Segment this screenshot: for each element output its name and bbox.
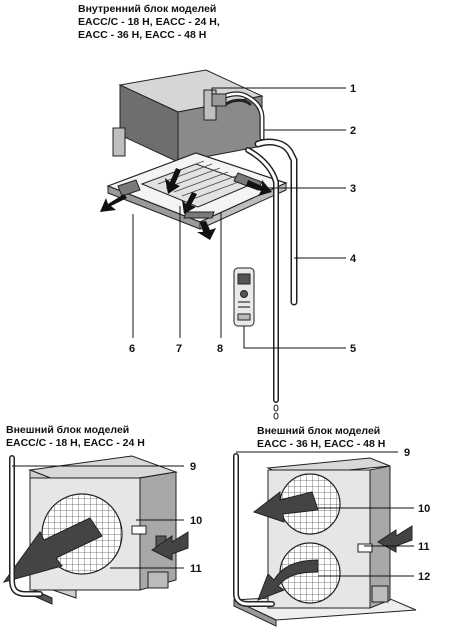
indoor-unit-caption: Внутренний блок моделей EACC/C - 18 H, E…: [78, 3, 220, 42]
air-arrow-intake-2: [182, 192, 197, 214]
outdoor-unit-small-caption: Внешний блок моделей EACC/C - 18 H, EACC…: [6, 424, 145, 450]
outdoor-large-caption-line-1: Внешний блок моделей: [257, 425, 381, 437]
callout-3: 3: [350, 183, 356, 195]
nameplate-small: [131, 525, 147, 535]
callout-9-small: 9: [190, 461, 196, 473]
leader-lines: [12, 87, 414, 577]
louvre-left: [117, 179, 141, 197]
callout-11-small: 11: [190, 563, 202, 575]
service-valve-large: [371, 585, 389, 603]
outdoor-large-side: [369, 465, 391, 609]
callout-10-small: 10: [190, 515, 202, 527]
water-drops: [273, 404, 279, 420]
outdoor-small-pipes: [9, 455, 43, 597]
mounting-bracket-left: [112, 127, 126, 157]
outdoor-small-side: [139, 471, 177, 591]
remote-control: [233, 267, 255, 327]
outdoor-small-exhaust-arrow: [2, 517, 103, 583]
callout-7: 7: [176, 343, 182, 355]
callout-12: 12: [418, 571, 430, 583]
callout-2: 2: [350, 125, 356, 137]
callout-8: 8: [217, 343, 223, 355]
outdoor-large-pipes: [233, 453, 275, 607]
outdoor-large-exhaust-arrow-upper: [252, 490, 319, 523]
callout-10-large: 10: [418, 503, 430, 515]
pipe-connector: [211, 93, 227, 107]
indoor-caption-line-1: Внутренний блок моделей: [78, 3, 217, 15]
callout-4: 4: [350, 253, 357, 265]
drain-pipe: [245, 138, 298, 403]
indoor-caption-line-2: EACC/C - 18 H, EACC - 24 H,: [78, 16, 220, 28]
nameplate-large: [357, 543, 373, 553]
air-arrow-front: [197, 221, 216, 240]
callout-5: 5: [350, 343, 356, 355]
outdoor-large-caption-line-2: EACC - 36 H, EACC - 48 H: [257, 438, 386, 450]
outdoor-small-intake-arrow: [151, 531, 189, 561]
louvre-front: [183, 211, 215, 219]
outdoor-small-caption-line-1: Внешний блок моделей: [6, 424, 130, 436]
callout-1: 1: [350, 83, 356, 95]
callout-9-large: 9: [404, 447, 410, 459]
outdoor-small-caption-line-2: EACC/C - 18 H, EACC - 24 H: [6, 437, 145, 449]
outdoor-large-exhaust-arrow-lower: [257, 559, 319, 601]
outdoor-unit-small: [2, 455, 189, 605]
outdoor-unit-large: [233, 457, 417, 627]
outdoor-unit-large-caption: Внешний блок моделей EACC - 36 H, EACC -…: [257, 425, 385, 451]
service-valve-small: [147, 571, 169, 589]
air-arrow-intake: [165, 168, 181, 194]
indoor-caption-line-3: EACC - 36 H, EACC - 48 H: [78, 29, 207, 41]
callout-11-large: 11: [418, 541, 430, 553]
air-arrow-left: [100, 194, 127, 212]
callout-6: 6: [129, 343, 135, 355]
